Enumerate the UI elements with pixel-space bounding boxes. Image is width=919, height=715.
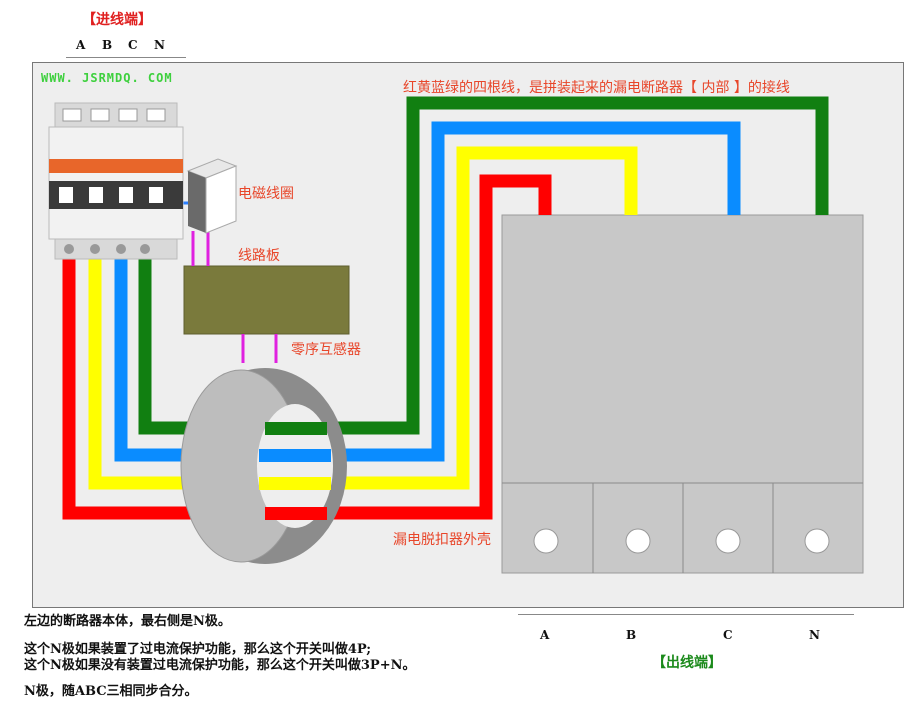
note-line-2: 这个N极如果装置了过电流保护功能，那么这个开关叫做4P; (24, 642, 372, 657)
circuit-breaker (48, 102, 184, 260)
label-ct: 零序互感器 (291, 342, 361, 358)
watermark-url: WWW. JSRMDQ. COM (41, 71, 173, 85)
ct-wire-green (265, 422, 327, 435)
input-end-title: 【进线端】 (82, 12, 152, 28)
ct-wire-yellow (259, 477, 331, 490)
input-letter-b: B (102, 38, 113, 52)
label-coil: 电磁线圈 (238, 186, 294, 202)
diagram-panel: WWW. JSRMDQ. COM 红黄蓝绿的四根线，是拼装起来的漏电断路器【 内… (32, 62, 904, 608)
terminal-hole-n (804, 528, 830, 554)
circuit-board (183, 265, 350, 335)
wire-red (62, 174, 552, 520)
note-line-4: N极，随ABC三相同步合分。 (24, 684, 198, 699)
label-shell: 漏电脱扣器外壳 (393, 532, 491, 548)
wires (62, 96, 829, 520)
output-letter-n: N (809, 628, 820, 642)
output-letter-a: A (540, 628, 550, 642)
terminal-hole-a (533, 528, 559, 554)
wire-yellow (88, 146, 638, 490)
wiring-diagram (48, 96, 864, 574)
magnetic-coil (161, 158, 238, 234)
input-letter-c: C (128, 38, 138, 52)
output-letter-b: B (626, 628, 637, 642)
output-underline (518, 614, 854, 615)
input-letter-n: N (154, 38, 165, 52)
output-letters: A B C N (518, 628, 854, 644)
input-underline (66, 57, 186, 58)
output-letter-c: C (723, 628, 733, 642)
label-four-wires: 红黄蓝绿的四根线，是拼装起来的漏电断路器【 内部 】的接线 (403, 80, 790, 96)
signal-lines (191, 231, 278, 363)
note-line-3: 这个N极如果没有装置过电流保护功能，那么这个开关叫做3P+N。 (24, 658, 416, 673)
zero-sequence-ct (180, 368, 347, 564)
input-letters: A B C N (70, 38, 180, 56)
wire-green (138, 96, 829, 435)
tripper-shell (501, 214, 864, 574)
ct-wire-red (265, 507, 327, 520)
terminal-hole-c (715, 528, 741, 554)
terminal-hole-b (625, 528, 651, 554)
input-letter-a: A (76, 38, 86, 52)
label-board: 线路板 (238, 248, 280, 264)
wire-blue (114, 121, 741, 462)
ct-wire-blue (259, 449, 331, 462)
output-end-title: 【出线端】 (652, 655, 722, 671)
note-line-1: 左边的断路器本体，最右侧是N极。 (24, 614, 231, 629)
